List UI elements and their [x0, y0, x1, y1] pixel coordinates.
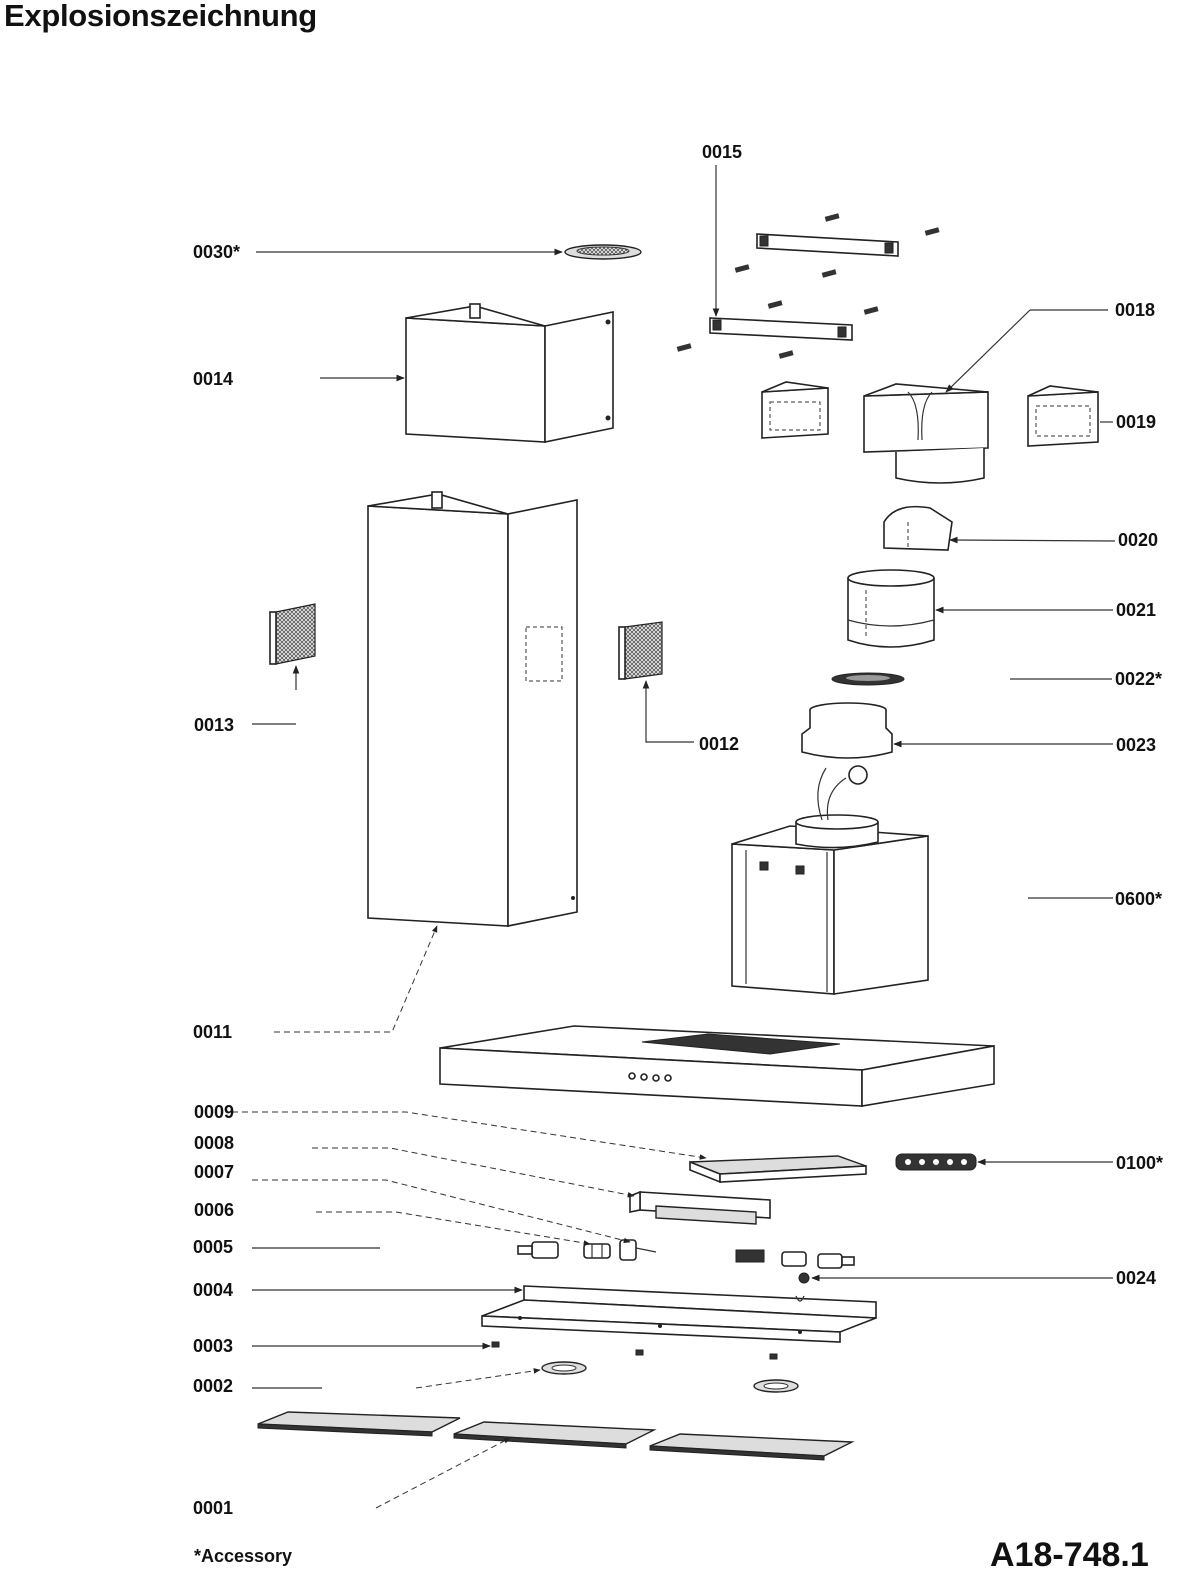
label-0007: 0007 [194, 1162, 235, 1182]
label-0015: 0015 [702, 142, 743, 162]
part-0006-knob-sleeve [316, 1211, 611, 1259]
label-0014: 0014 [193, 369, 234, 389]
drawing-number: A18-748.1 [990, 1536, 1149, 1574]
part-0020-elbow [883, 505, 1116, 551]
label-0023: 0023 [1116, 735, 1157, 755]
part-0023-adapter-ring [801, 702, 1113, 759]
hood-body [439, 1025, 995, 1107]
part-0014-upper-chimney [320, 303, 614, 443]
part-0003-screw [252, 1341, 778, 1360]
label-0006: 0006 [194, 1200, 235, 1220]
label-0002: 0002 [193, 1376, 234, 1396]
label-0019: 0019 [1116, 412, 1157, 432]
page-title: Explosionszeichnung [4, 0, 317, 33]
label-0600: 0600* [1115, 889, 1163, 909]
accessory-footnote: *Accessory [194, 1546, 293, 1566]
part-0008-bracket [312, 1147, 771, 1225]
label-0022: 0022* [1115, 669, 1163, 689]
label-0024: 0024 [1116, 1268, 1157, 1288]
label-0003: 0003 [193, 1336, 234, 1356]
part-0009-switch-panel [232, 1111, 867, 1184]
part-0013-vent-grille [252, 603, 316, 725]
label-0020: 0020 [1118, 530, 1159, 550]
part-0022-check-flap [831, 672, 1112, 686]
part-0004-bottom-frame [252, 1285, 877, 1343]
part-0002-lamp [252, 1361, 799, 1393]
part-0100-led-strip [895, 1153, 1113, 1171]
part-0012-vent-grille [618, 621, 694, 743]
label-0008: 0008 [194, 1133, 235, 1153]
label-0018: 0018 [1115, 300, 1156, 320]
label-0021: 0021 [1116, 600, 1157, 620]
label-0001: 0001 [193, 1498, 234, 1518]
label-0013: 0013 [194, 715, 235, 735]
part-0011-lower-chimney [274, 491, 578, 1033]
label-0012: 0012 [699, 734, 740, 754]
part-0600-motor [731, 765, 1113, 995]
label-0100: 0100* [1116, 1153, 1164, 1173]
label-0004: 0004 [193, 1280, 234, 1300]
label-0009: 0009 [194, 1102, 235, 1122]
part-0005-knob [252, 1241, 559, 1259]
part-0018-chimney-adapter [863, 309, 1108, 484]
part-0015-brackets [676, 165, 940, 359]
part-0007-switch [252, 1179, 657, 1261]
label-0005: 0005 [193, 1237, 234, 1257]
knobs-right-set [735, 1249, 855, 1269]
label-0030: 0030* [193, 242, 241, 262]
part-0021-duct-ring [847, 569, 1113, 648]
part-0001-grease-filter [257, 1411, 855, 1509]
part-0030-disc [256, 244, 642, 260]
label-0011: 0011 [193, 1022, 233, 1042]
part-0019-duct-bracket [761, 381, 1113, 447]
part-0024-nut [798, 1272, 1113, 1284]
